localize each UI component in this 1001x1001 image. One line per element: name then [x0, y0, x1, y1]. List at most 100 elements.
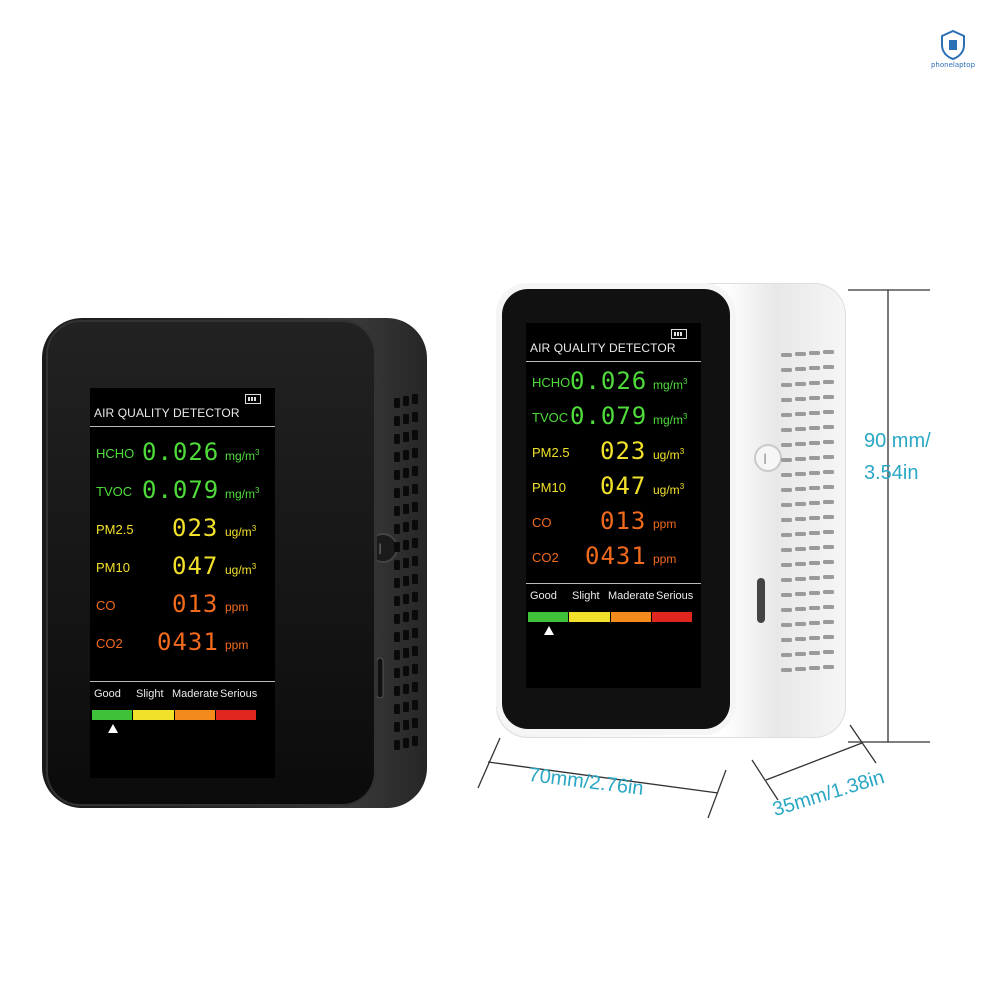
- vent-slot: [781, 638, 792, 642]
- vent-slot: [781, 533, 792, 537]
- vent-slot: [403, 576, 409, 586]
- usb-port-icon: [377, 657, 384, 699]
- depth-line: [765, 742, 863, 781]
- vent-slot: [823, 410, 834, 414]
- reading-row: CO2 0431 ppm: [526, 540, 701, 576]
- screen-title: AIR QUALITY DETECTOR: [530, 341, 676, 355]
- vent-slot: [795, 352, 806, 356]
- reading-unit: ug/m3: [653, 482, 684, 497]
- unit-text: mg/m: [225, 449, 255, 463]
- vent-slot: [809, 396, 820, 400]
- unit-text: ppm: [225, 600, 249, 614]
- level-pointer-icon: [543, 626, 554, 635]
- unit-text: ppm: [653, 517, 677, 531]
- vent-slot: [781, 518, 792, 522]
- vent-slot: [403, 648, 409, 658]
- vent-slot: [403, 738, 409, 748]
- vent-slot: [823, 365, 834, 369]
- scale-segment: [215, 710, 256, 720]
- scale-label: Slight: [572, 590, 600, 602]
- vent-slot: [795, 457, 806, 461]
- vent-slot: [781, 578, 792, 582]
- reading-unit: ug/m3: [653, 447, 684, 462]
- vent-slot: [781, 668, 792, 672]
- reading-value: 0.026: [570, 367, 648, 395]
- vent-slot: [403, 684, 409, 694]
- reading-unit: ppm: [653, 552, 676, 566]
- vent-slot: [795, 532, 806, 536]
- reading-label: TVOC: [96, 484, 133, 499]
- vent-slot: [403, 504, 409, 514]
- reading-label: PM10: [532, 480, 566, 495]
- vent-slot: [809, 366, 820, 370]
- vent-slot: [394, 614, 400, 624]
- reading-label: CO2: [532, 550, 559, 565]
- vent-slot: [809, 486, 820, 490]
- vent-slot: [795, 667, 806, 671]
- height-mm-label: 90 mm/: [864, 430, 931, 452]
- vent-slot: [394, 686, 400, 696]
- vent-slot: [795, 382, 806, 386]
- vent-slot: [823, 650, 834, 654]
- vent-slot: [809, 636, 820, 640]
- reading-label: TVOC: [532, 410, 569, 425]
- vent-slot: [823, 440, 834, 444]
- vent-slot: [795, 397, 806, 401]
- vent-slot: [412, 412, 418, 422]
- vent-slot: [823, 380, 834, 384]
- reading-value: 047: [172, 552, 219, 580]
- reading-label: CO2: [96, 636, 123, 651]
- vent-slot: [781, 458, 792, 462]
- unit-superscript: 3: [683, 412, 688, 421]
- vent-slot: [403, 540, 409, 550]
- vent-slot: [412, 646, 418, 656]
- reading-unit: mg/m3: [653, 412, 687, 427]
- vent-slot: [809, 426, 820, 430]
- vent-slot: [809, 591, 820, 595]
- vent-slot: [823, 560, 834, 564]
- vent-slot: [823, 530, 834, 534]
- vent-slot: [809, 456, 820, 460]
- vent-slot: [809, 471, 820, 475]
- unit-superscript: 3: [683, 377, 688, 386]
- vent-slot: [795, 427, 806, 431]
- reading-value: 0431: [585, 542, 647, 570]
- vent-slot: [809, 666, 820, 670]
- vent-slot: [795, 412, 806, 416]
- vent-slot: [412, 682, 418, 692]
- vent-slot: [781, 428, 792, 432]
- vent-slot: [823, 665, 834, 669]
- unit-superscript: 3: [679, 482, 685, 491]
- vent-slot: [781, 443, 792, 447]
- vent-slot: [781, 368, 792, 372]
- vent-slot: [809, 351, 820, 355]
- battery-icon: [245, 394, 261, 404]
- screen-title: AIR QUALITY DETECTOR: [94, 406, 240, 420]
- vent-slot: [403, 594, 409, 604]
- scale-label: Serious: [656, 590, 694, 602]
- vent-slot: [403, 486, 409, 496]
- vent-slot: [394, 434, 400, 444]
- reading-unit: ug/m3: [225, 562, 256, 577]
- vent-slot: [781, 398, 792, 402]
- vent-slot: [823, 425, 834, 429]
- reading-unit: ppm: [653, 517, 676, 531]
- vent-slot: [403, 630, 409, 640]
- reading-unit: ppm: [225, 638, 248, 652]
- scale-label: Maderate: [172, 688, 219, 700]
- unit-text: ug/m: [653, 483, 680, 497]
- vent-slot: [394, 722, 400, 732]
- reading-value: 047: [600, 472, 647, 500]
- vent-slot: [412, 700, 418, 710]
- vent-slot: [394, 632, 400, 642]
- scale-label: Maderate: [608, 590, 655, 602]
- unit-text: ug/m: [653, 448, 680, 462]
- screen-header: AIR QUALITY DETECTOR: [526, 323, 701, 362]
- vent-slot: [394, 650, 400, 660]
- vent-slot: [781, 353, 792, 357]
